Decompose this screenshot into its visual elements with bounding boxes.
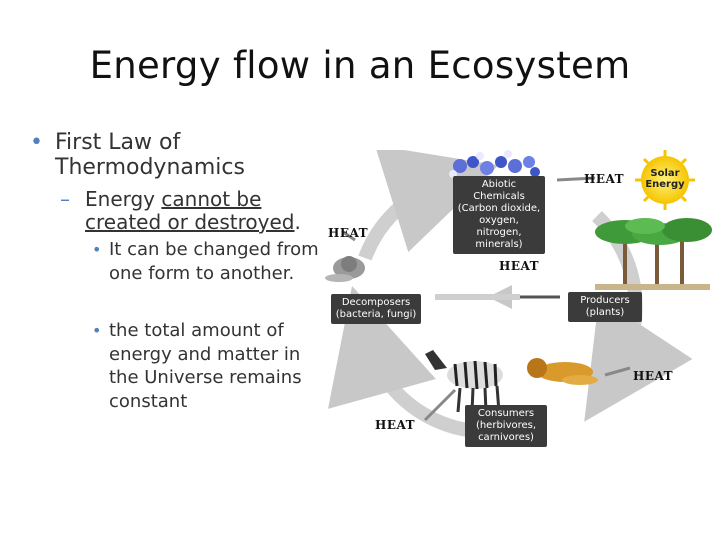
bullet-list: • First Law of Thermodynamics – Energy c… (30, 130, 330, 413)
heat-label: HEAT (633, 369, 674, 383)
sub-bullet-energy: – Energy cannot be created or destroyed. (60, 188, 330, 234)
abiotic-chemicals-label: Abiotic Chemicals (Carbon dioxide, oxyge… (453, 176, 545, 254)
bullet-first-law-text: First Law of Thermodynamics (55, 130, 245, 180)
created-destroyed-text: created or destroyed (85, 210, 295, 234)
bullet-dot-icon: • (92, 321, 102, 340)
zebra-icon (425, 350, 503, 413)
total-amount-text: the total amount of energy and matter in… (109, 320, 302, 412)
heat-label: HEAT (328, 226, 369, 240)
slide-title: Energy flow in an Ecosystem (89, 44, 631, 87)
ecosystem-cycle-diagram: Abiotic Chemicals (Carbon dioxide, oxyge… (325, 150, 720, 450)
bullet-dot-icon: • (92, 240, 102, 259)
heat-arrow (342, 230, 356, 242)
heat-arrow (423, 388, 457, 422)
heat-arrow (604, 366, 631, 377)
energy-pre-text: Energy (85, 187, 162, 211)
bullet-dot-icon: • (30, 130, 43, 155)
sun-icon (635, 150, 695, 210)
heat-label: HEAT (375, 418, 416, 432)
heat-label: HEAT (499, 259, 540, 273)
decomposer-icon (325, 256, 365, 282)
bullet-dash-icon: – (60, 187, 70, 211)
consumers-label: Consumers (herbivores, carnivores) (465, 405, 547, 447)
producers-label: Producers (plants) (568, 292, 642, 322)
bullet-first-law: • First Law of Thermodynamics (30, 130, 330, 180)
trees-icon (595, 218, 712, 290)
molecule-cluster-icon (449, 150, 540, 178)
sub-sub-bullet-total: • the total amount of energy and matter … (92, 319, 330, 413)
lion-icon (527, 358, 598, 385)
cannot-be-text: cannot be (161, 187, 262, 211)
heat-label: HEAT (584, 172, 625, 186)
period-text: . (294, 210, 301, 234)
decomposers-label: Decomposers (bacteria, fungi) (331, 294, 421, 324)
solar-energy-label: Solar Energy (645, 168, 685, 190)
heat-arrow (556, 176, 596, 182)
can-be-changed-text: It can be changed from one form to anoth… (109, 239, 319, 284)
cycle-arrow (358, 150, 499, 261)
sub-sub-bullet-changed: • It can be changed from one form to ano… (92, 238, 330, 285)
